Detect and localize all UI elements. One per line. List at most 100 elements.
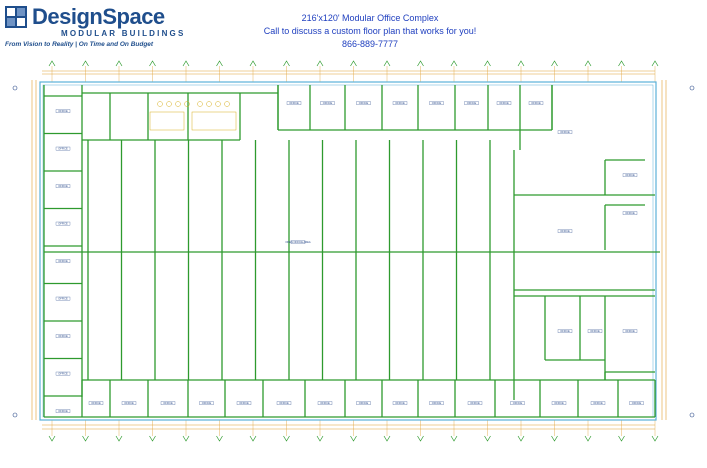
room-label: OFFICE (593, 401, 603, 405)
grid-marker-top (149, 60, 156, 67)
room-label-box (464, 101, 479, 105)
toilet-fixture (215, 101, 221, 107)
room-label: OFFICE (58, 147, 68, 151)
room-label: OFFICE (432, 401, 442, 405)
room-label-box (467, 401, 483, 405)
room-label: OFFICE (395, 401, 405, 405)
room-label: OFFICE (239, 401, 249, 405)
room-label-box (629, 401, 644, 405)
room-label-box (55, 296, 71, 301)
building-outline (39, 81, 657, 421)
room-label-box (429, 101, 444, 105)
room-label-box (55, 409, 71, 413)
room-label-box (622, 211, 638, 215)
room-label-box (160, 401, 176, 405)
grid-marker-top (417, 60, 424, 67)
restroom-fixtures (149, 101, 237, 131)
room-label: OFFICE (124, 401, 134, 405)
grid-marker-top (82, 60, 89, 67)
room-label-box (199, 401, 214, 405)
corner-marker (689, 412, 695, 418)
room-label-box (286, 101, 302, 105)
room-label: OFFICE (320, 401, 330, 405)
grid-marker-top (350, 60, 357, 67)
room-label: OFFICE (554, 401, 564, 405)
room-label-box (590, 401, 606, 405)
room-label-box (320, 101, 335, 105)
room-label: OFFICE (58, 109, 68, 113)
room-label-box (88, 401, 104, 405)
grid-marker-top (551, 60, 558, 67)
room-label: OFFICE (467, 101, 477, 105)
grid-marker-top (316, 60, 324, 67)
grid-marker-top (383, 60, 391, 67)
room-label-box (236, 401, 252, 405)
building-inner-outline (42, 84, 654, 418)
room-label: OFFICE (359, 101, 369, 105)
grid-marker-top (249, 60, 257, 67)
grid-marker-top (484, 60, 491, 67)
room-label-box (317, 401, 333, 405)
room-label-box (622, 329, 638, 333)
grid-marker-bottom (149, 435, 156, 442)
room-label: OFFICE (58, 184, 68, 188)
brand-subtitle: MODULAR BUILDINGS (61, 29, 186, 38)
grid-marker-bottom (316, 435, 324, 442)
room-label: OFFICE (432, 101, 442, 105)
grid-marker-bottom (216, 435, 223, 442)
room-label-box (55, 334, 71, 338)
grid-marker-top (48, 60, 56, 67)
grid-marker-top (283, 60, 290, 67)
brand-tagline: From Vision to Reality | On Time and On … (5, 41, 154, 48)
room-label-box (622, 173, 638, 177)
grid-marker-bottom (618, 435, 625, 442)
room-label-box (55, 371, 71, 376)
room-label-box (392, 401, 408, 405)
toilet-fixture (157, 101, 163, 107)
room-label-box (55, 221, 71, 226)
grid-marker-top (618, 60, 625, 67)
toilet-fixture (224, 101, 230, 107)
restroom-stalls (149, 111, 185, 131)
room-label: OFFICE (58, 297, 68, 301)
room-label: OFFICE (58, 334, 68, 338)
room-label: OFFICE (202, 401, 212, 405)
room-label-box (55, 259, 71, 263)
call-to-action: Call to discuss a custom floor plan that… (263, 26, 477, 36)
brand-name: DesignSpace (32, 4, 165, 29)
room-label: OFFICE (531, 101, 541, 105)
grid-square-logo-icon (5, 6, 27, 28)
room-label-box (587, 329, 603, 333)
room-label: OFFICE (359, 401, 369, 405)
grid-marker-bottom (82, 435, 89, 442)
room-label: OFFICE (560, 329, 570, 333)
toilet-fixture (206, 101, 212, 107)
grid-marker-bottom (584, 435, 592, 442)
corner-marker (689, 85, 695, 91)
grid-marker-top (517, 60, 525, 67)
grid-marker-bottom (182, 435, 190, 442)
corner-marker (12, 412, 18, 418)
page-header: 216'x120' Modular Office Complex Call to… (240, 12, 500, 51)
grid-marker-bottom (249, 435, 257, 442)
toilet-fixture (197, 101, 203, 107)
room-label-box (557, 130, 573, 134)
restroom-stalls (191, 111, 237, 131)
company-logo: DesignSpace MODULAR BUILDINGS From Visio… (5, 4, 186, 51)
grid-marker-bottom (383, 435, 391, 442)
room-label: OFFICE (590, 329, 600, 333)
room-label: OPEN OFFICE AREA (285, 240, 310, 244)
room-label-box (557, 329, 573, 333)
room-label-box (429, 401, 444, 405)
room-label-box (121, 401, 137, 405)
grid-marker-top (216, 60, 223, 67)
grid-markers (12, 60, 695, 442)
room-label-box (557, 229, 573, 233)
room-label-box (276, 401, 292, 405)
room-label-box (55, 109, 71, 113)
phone-number: 866-889-7777 (341, 39, 399, 49)
room-label-box (356, 401, 371, 405)
grid-marker-bottom (551, 435, 558, 442)
grid-marker-bottom (48, 435, 56, 442)
